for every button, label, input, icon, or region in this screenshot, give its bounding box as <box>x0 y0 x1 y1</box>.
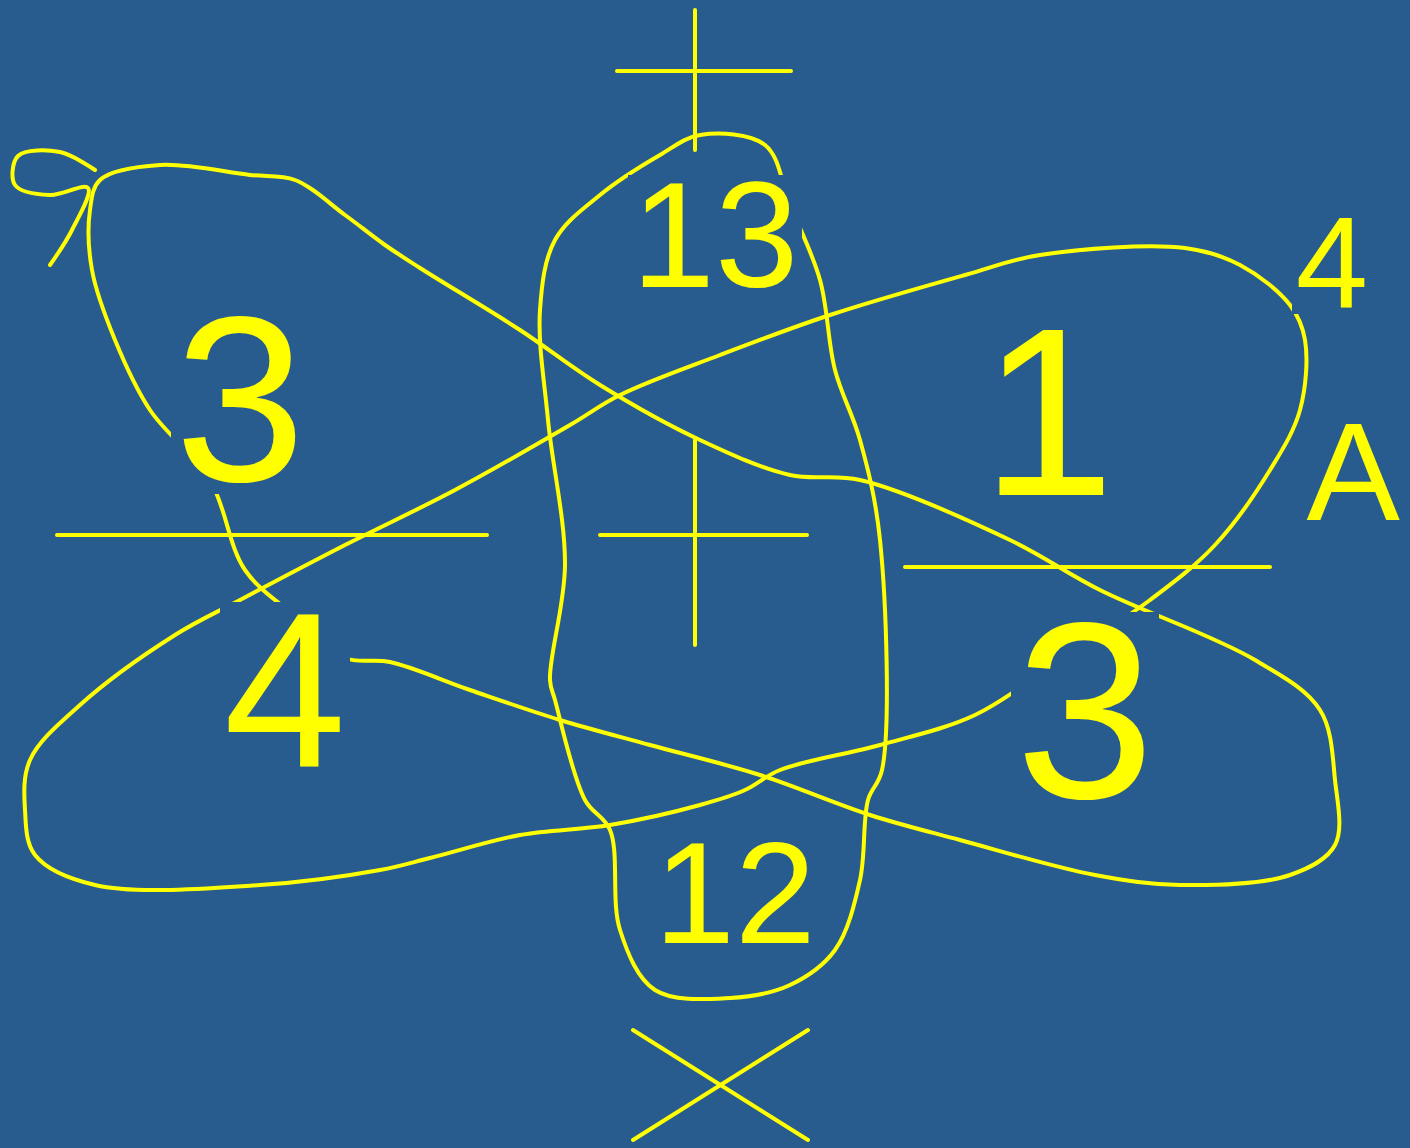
petal-outline <box>24 246 1306 890</box>
fraction-bar <box>57 533 487 537</box>
outline-scribble <box>12 150 95 265</box>
fraction-number: 12 <box>650 835 819 951</box>
petal-region: 13 12 <box>530 125 892 1008</box>
margin-note: A <box>1303 416 1404 528</box>
plus-sign <box>693 440 697 645</box>
fraction-number: 13 <box>628 175 803 295</box>
plus-sign <box>600 533 807 537</box>
fraction-number: 3 <box>1011 612 1158 812</box>
fraction-number: 3 <box>171 306 310 494</box>
petal-outline <box>540 134 887 1000</box>
plus-sign <box>693 10 697 150</box>
plus-sign <box>617 69 791 73</box>
margin-note: 4 <box>1292 210 1372 314</box>
petal-outline <box>89 165 1340 885</box>
fraction-number: 1 <box>977 316 1118 508</box>
times-sign <box>633 1030 808 1140</box>
fraction-number: 4 <box>220 602 350 778</box>
fraction-bar <box>905 565 1270 569</box>
times-sign <box>633 1030 808 1140</box>
